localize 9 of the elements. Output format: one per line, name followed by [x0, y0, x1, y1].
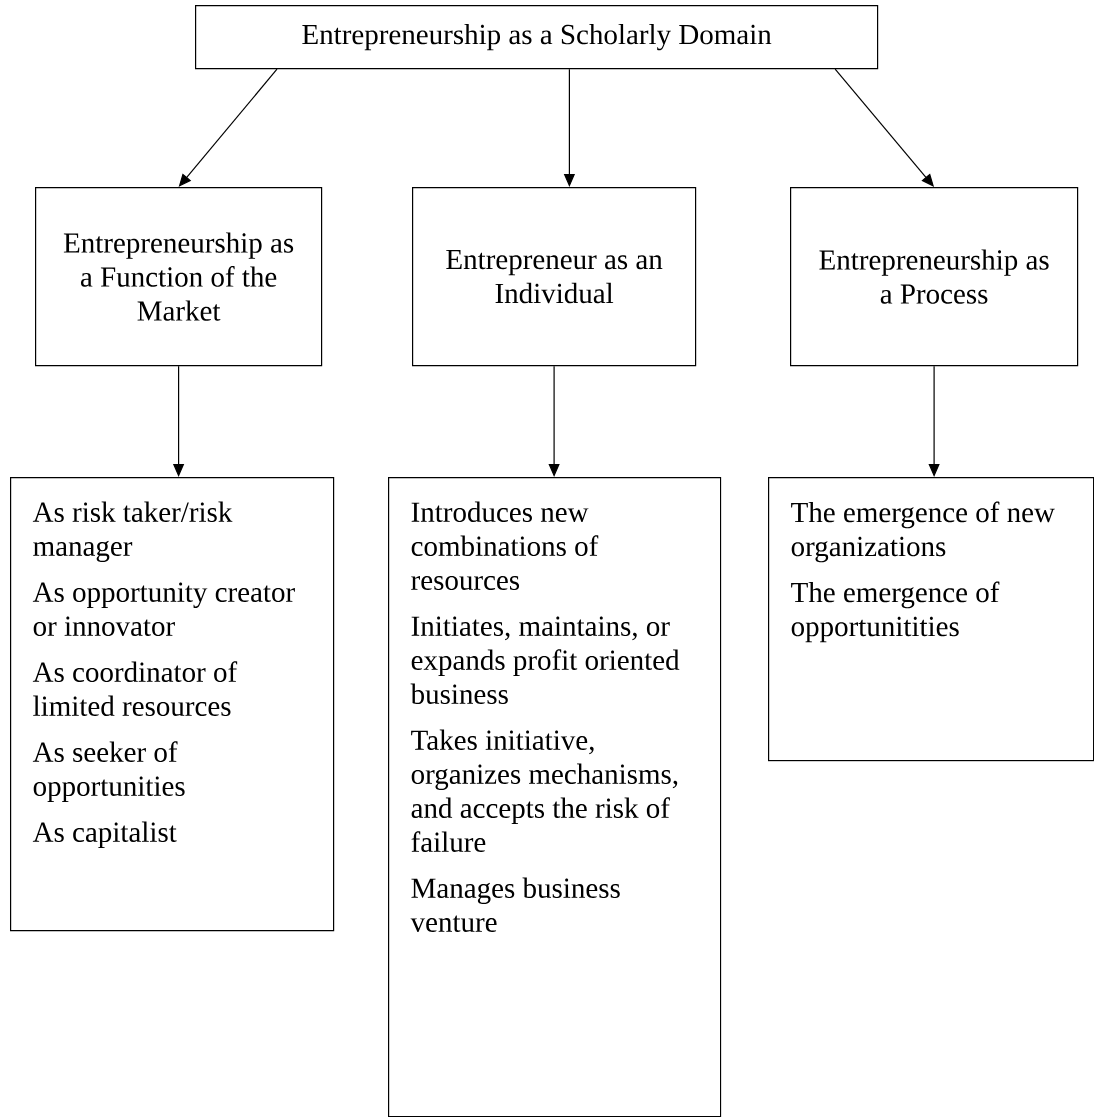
- list-box: Introduces new combinations of resources Initiates, maintains, or expands profit oriented business Takes initiative, organizes mechanisms, and accepts the risk of failure Manages business venture: [388, 477, 722, 1117]
- arrow: [928, 365, 940, 477]
- list-box: The emergence of new organizations The emergence of opportunitities: [768, 477, 1094, 762]
- category-box: Entrepreneur as an Individual: [412, 187, 697, 367]
- arrow: [548, 365, 560, 477]
- category-box: Entrepreneurship as a Process: [790, 187, 1079, 367]
- category-box: Entrepreneurship as a Scholarly Domain: [195, 5, 879, 70]
- list-box: As risk taker/risk manager As opportunity creator or innovator As coordinator of limited resources As seeker of opportunities As capitalist: [10, 477, 335, 932]
- category-box: Entrepreneurship as a Function of the Market: [35, 187, 323, 367]
